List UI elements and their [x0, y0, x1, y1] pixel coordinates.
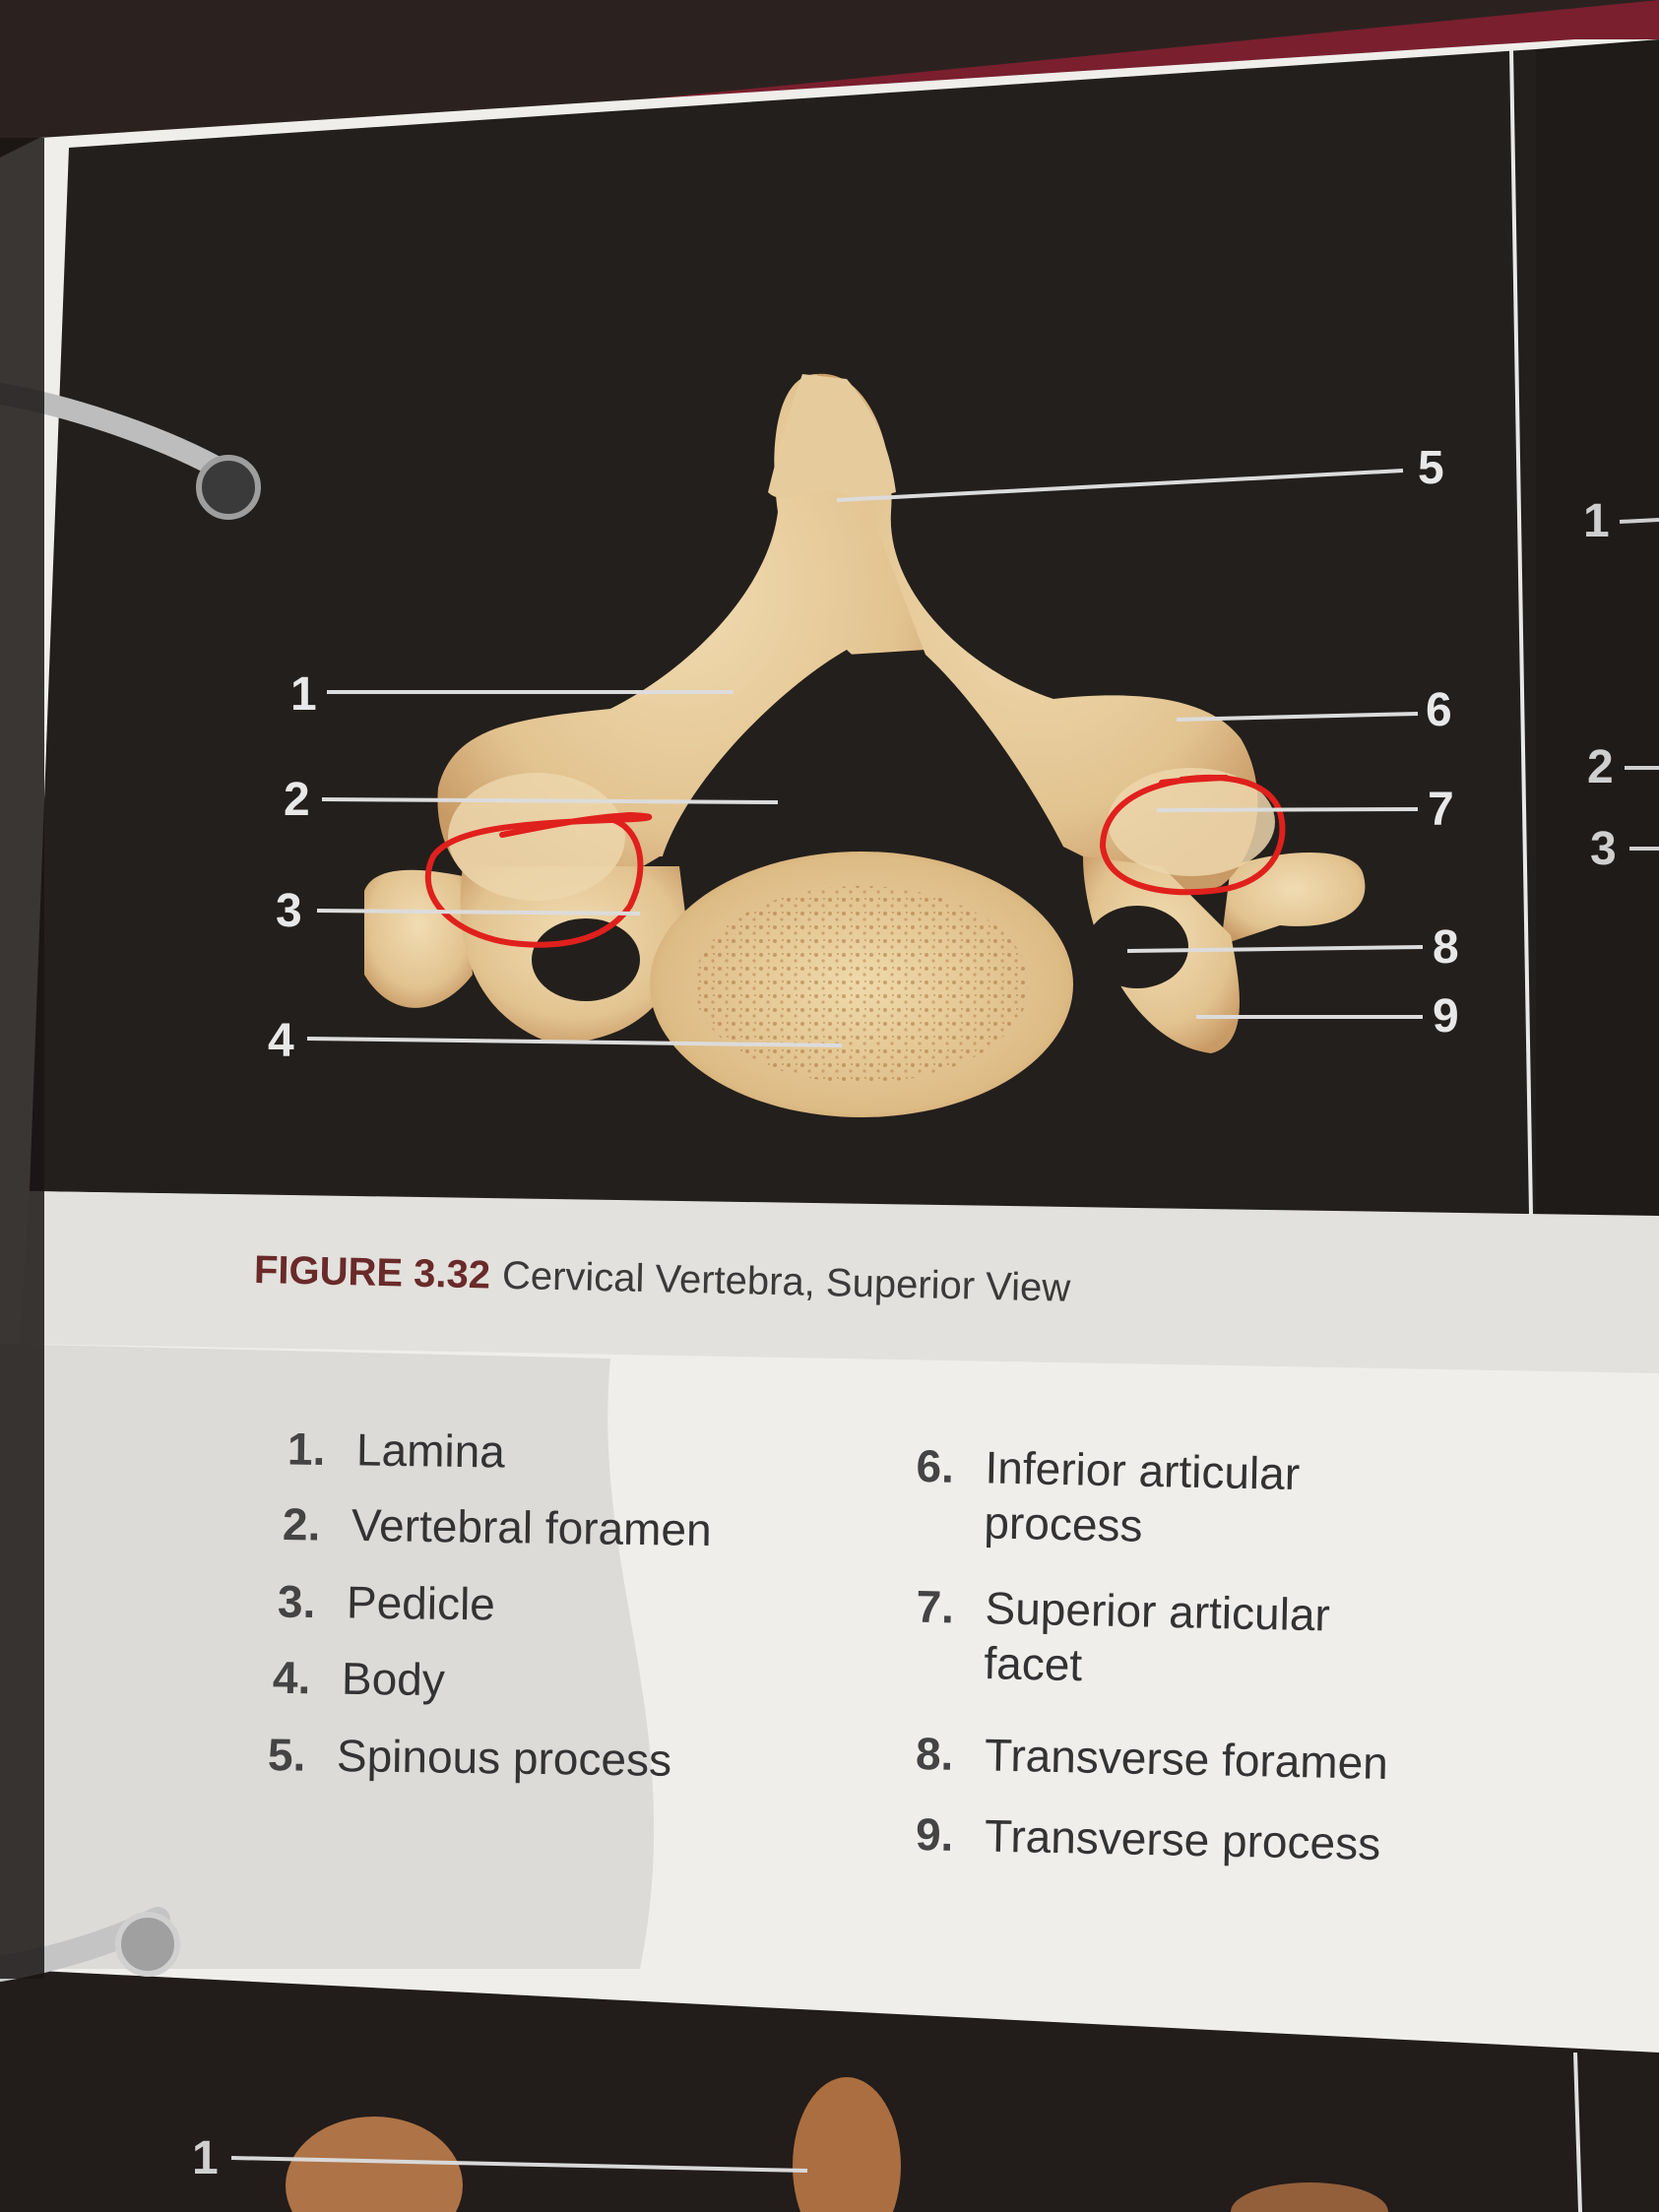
callout-1: 1	[290, 668, 317, 721]
callout-5: 5	[1418, 442, 1444, 494]
side-callout-2: 2	[1587, 741, 1614, 793]
side-callout-1: 1	[1583, 495, 1610, 547]
callout-8: 8	[1433, 921, 1459, 974]
callout-9: 9	[1433, 990, 1459, 1043]
next-figure-callout-1: 1	[192, 2132, 219, 2184]
callout-6: 6	[1426, 684, 1452, 736]
legend-item: 9.Transverse process	[915, 1808, 1381, 1869]
callout-2: 2	[284, 774, 310, 826]
legend-item: 1.Lamina	[287, 1422, 506, 1478]
legend-item: 8.Transverse foramen	[915, 1727, 1389, 1790]
vertebra-illustration	[364, 373, 1366, 1117]
legend-item: 5.Spinous process	[267, 1729, 672, 1786]
legend-item: 3.Pedicle	[277, 1575, 496, 1630]
side-callout-3: 3	[1590, 823, 1617, 875]
callout-3: 3	[276, 885, 302, 937]
red-annotation-right	[1099, 774, 1286, 896]
page-shadow	[0, 1344, 655, 1969]
binder-spine	[0, 138, 44, 1979]
caption-band	[20, 1191, 1659, 1373]
callout-7: 7	[1428, 784, 1454, 836]
figure-number: FIGURE 3.32	[253, 1248, 491, 1297]
side-page-photo	[1536, 39, 1659, 1216]
leader-lines	[306, 469, 1424, 1047]
legend-item: 4.Body	[272, 1651, 446, 1706]
legend-item: 2.Vertebral foramen	[282, 1497, 712, 1556]
red-annotation-left	[424, 811, 653, 948]
page-edge-line	[1509, 48, 1533, 1217]
callout-4: 4	[268, 1015, 294, 1067]
